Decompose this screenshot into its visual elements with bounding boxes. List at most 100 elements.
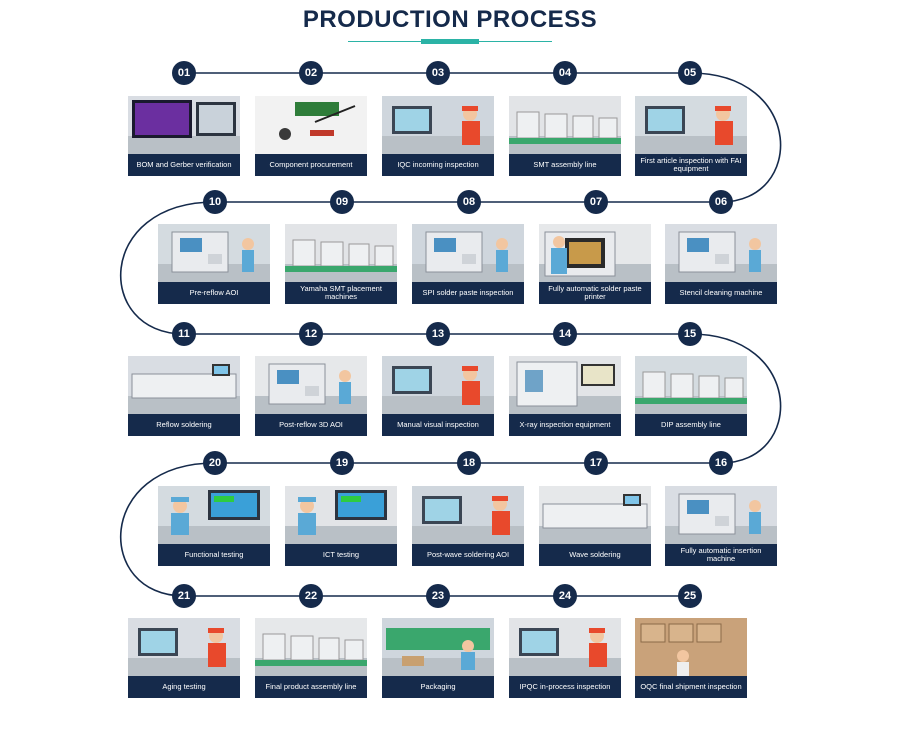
- assembly-line-icon: [635, 356, 747, 414]
- step-label: Functional testing: [158, 544, 270, 566]
- step-number-badge: 03: [426, 61, 450, 85]
- page-title: PRODUCTION PROCESS: [302, 6, 598, 33]
- step-label: Packaging: [382, 676, 494, 698]
- step-label: IQC incoming inspection: [382, 154, 494, 176]
- step-label: Yamaha SMT placement machines: [285, 282, 397, 304]
- step-card: Post-reflow 3D AOI: [255, 356, 367, 436]
- step-card: SMT assembly line: [509, 96, 621, 176]
- step-card: Fully automatic solder paste printer: [539, 224, 651, 304]
- step-number-badge: 06: [709, 190, 733, 214]
- assembly-line-icon: [285, 224, 397, 282]
- inspector-icon: [635, 96, 747, 154]
- step-number-badge: 05: [678, 61, 702, 85]
- step-number-badge: 18: [457, 451, 481, 475]
- step-number-badge: 13: [426, 322, 450, 346]
- step-card: Functional testing: [158, 486, 270, 566]
- oven-icon: [539, 486, 651, 544]
- step-label: Fully automatic insertion machine: [665, 544, 777, 566]
- step-number-badge: 09: [330, 190, 354, 214]
- step-number-badge: 04: [553, 61, 577, 85]
- step-label: DIP assembly line: [635, 414, 747, 436]
- step-card: Yamaha SMT placement machines: [285, 224, 397, 304]
- step-label: Post-wave soldering AOI: [412, 544, 524, 566]
- step-card: BOM and Gerber verification: [128, 96, 240, 176]
- step-number-badge: 15: [678, 322, 702, 346]
- step-label: Component procurement: [255, 154, 367, 176]
- machine-icon: [665, 224, 777, 282]
- assembly-line-icon: [255, 618, 367, 676]
- step-card: Manual visual inspection: [382, 356, 494, 436]
- step-card: Packaging: [382, 618, 494, 698]
- packaging-icon: [382, 618, 494, 676]
- step-number-badge: 12: [299, 322, 323, 346]
- step-number-badge: 02: [299, 61, 323, 85]
- step-label: BOM and Gerber verification: [128, 154, 240, 176]
- components-icon: [255, 96, 367, 154]
- step-number-badge: 22: [299, 584, 323, 608]
- step-label: Stencil cleaning machine: [665, 282, 777, 304]
- step-number-badge: 25: [678, 584, 702, 608]
- step-label: SMT assembly line: [509, 154, 621, 176]
- inspector-icon: [412, 486, 524, 544]
- test-station-icon: [158, 486, 270, 544]
- step-card: Final product assembly line: [255, 618, 367, 698]
- step-card: Post-wave soldering AOI: [412, 486, 524, 566]
- step-number-badge: 08: [457, 190, 481, 214]
- step-label: First article inspection with FAI equipm…: [635, 154, 747, 176]
- step-label: X-ray inspection equipment: [509, 414, 621, 436]
- machine-icon: [158, 224, 270, 282]
- step-number-badge: 01: [172, 61, 196, 85]
- step-card: SPI solder paste inspection: [412, 224, 524, 304]
- step-number-badge: 11: [172, 322, 196, 346]
- step-number-badge: 21: [172, 584, 196, 608]
- step-label: Final product assembly line: [255, 676, 367, 698]
- pcb-design-screen-icon: [128, 96, 240, 154]
- step-card: IQC incoming inspection: [382, 96, 494, 176]
- step-number-badge: 10: [203, 190, 227, 214]
- assembly-line-icon: [509, 96, 621, 154]
- step-label: SPI solder paste inspection: [412, 282, 524, 304]
- step-number-badge: 16: [709, 451, 733, 475]
- boxes-icon: [635, 618, 747, 676]
- machine-icon: [255, 356, 367, 414]
- step-label: ICT testing: [285, 544, 397, 566]
- step-label: Post-reflow 3D AOI: [255, 414, 367, 436]
- step-label: Manual visual inspection: [382, 414, 494, 436]
- step-card: ICT testing: [285, 486, 397, 566]
- step-label: OQC final shipment inspection: [635, 676, 747, 698]
- step-number-badge: 20: [203, 451, 227, 475]
- inspector-icon: [382, 96, 494, 154]
- step-card: Stencil cleaning machine: [665, 224, 777, 304]
- step-card: Aging testing: [128, 618, 240, 698]
- step-card: Fully automatic insertion machine: [665, 486, 777, 566]
- test-station-icon: [285, 486, 397, 544]
- step-label: Aging testing: [128, 676, 240, 698]
- step-number-badge: 14: [553, 322, 577, 346]
- step-label: Fully automatic solder paste printer: [539, 282, 651, 304]
- printer-icon: [539, 224, 651, 282]
- step-label: Wave soldering: [539, 544, 651, 566]
- inspector-icon: [509, 618, 621, 676]
- step-label: Pre-reflow AOI: [158, 282, 270, 304]
- xray-icon: [509, 356, 621, 414]
- step-card: IPQC in-process inspection: [509, 618, 621, 698]
- step-label: Reflow soldering: [128, 414, 240, 436]
- step-card: OQC final shipment inspection: [635, 618, 747, 698]
- step-number-badge: 23: [426, 584, 450, 608]
- step-number-badge: 19: [330, 451, 354, 475]
- step-card: Component procurement: [255, 96, 367, 176]
- step-card: Pre-reflow AOI: [158, 224, 270, 304]
- step-card: Wave soldering: [539, 486, 651, 566]
- inspector-icon: [128, 618, 240, 676]
- machine-icon: [665, 486, 777, 544]
- inspector-icon: [382, 356, 494, 414]
- step-number-badge: 07: [584, 190, 608, 214]
- step-card: First article inspection with FAI equipm…: [635, 96, 747, 176]
- step-number-badge: 24: [553, 584, 577, 608]
- machine-icon: [412, 224, 524, 282]
- step-card: DIP assembly line: [635, 356, 747, 436]
- title-underline-accent: [421, 39, 479, 44]
- step-number-badge: 17: [584, 451, 608, 475]
- step-label: IPQC in-process inspection: [509, 676, 621, 698]
- step-card: X-ray inspection equipment: [509, 356, 621, 436]
